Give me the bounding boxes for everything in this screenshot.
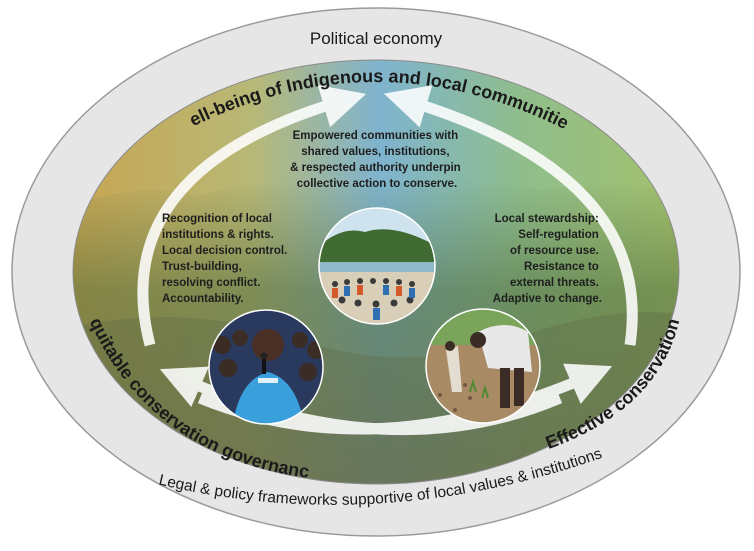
speaker-photo <box>208 309 324 425</box>
political-economy-label: Political economy <box>310 29 443 48</box>
governance-description: Recognition of local institutions & righ… <box>162 213 290 305</box>
arrow-left-to-top <box>137 85 367 347</box>
stewardship-description: Local stewardship: Self-regulation of re… <box>493 213 602 305</box>
center-description: Empowered communities with shared values… <box>290 130 464 190</box>
forest-silhouette <box>73 178 679 484</box>
arrow-right-to-top <box>383 85 638 346</box>
